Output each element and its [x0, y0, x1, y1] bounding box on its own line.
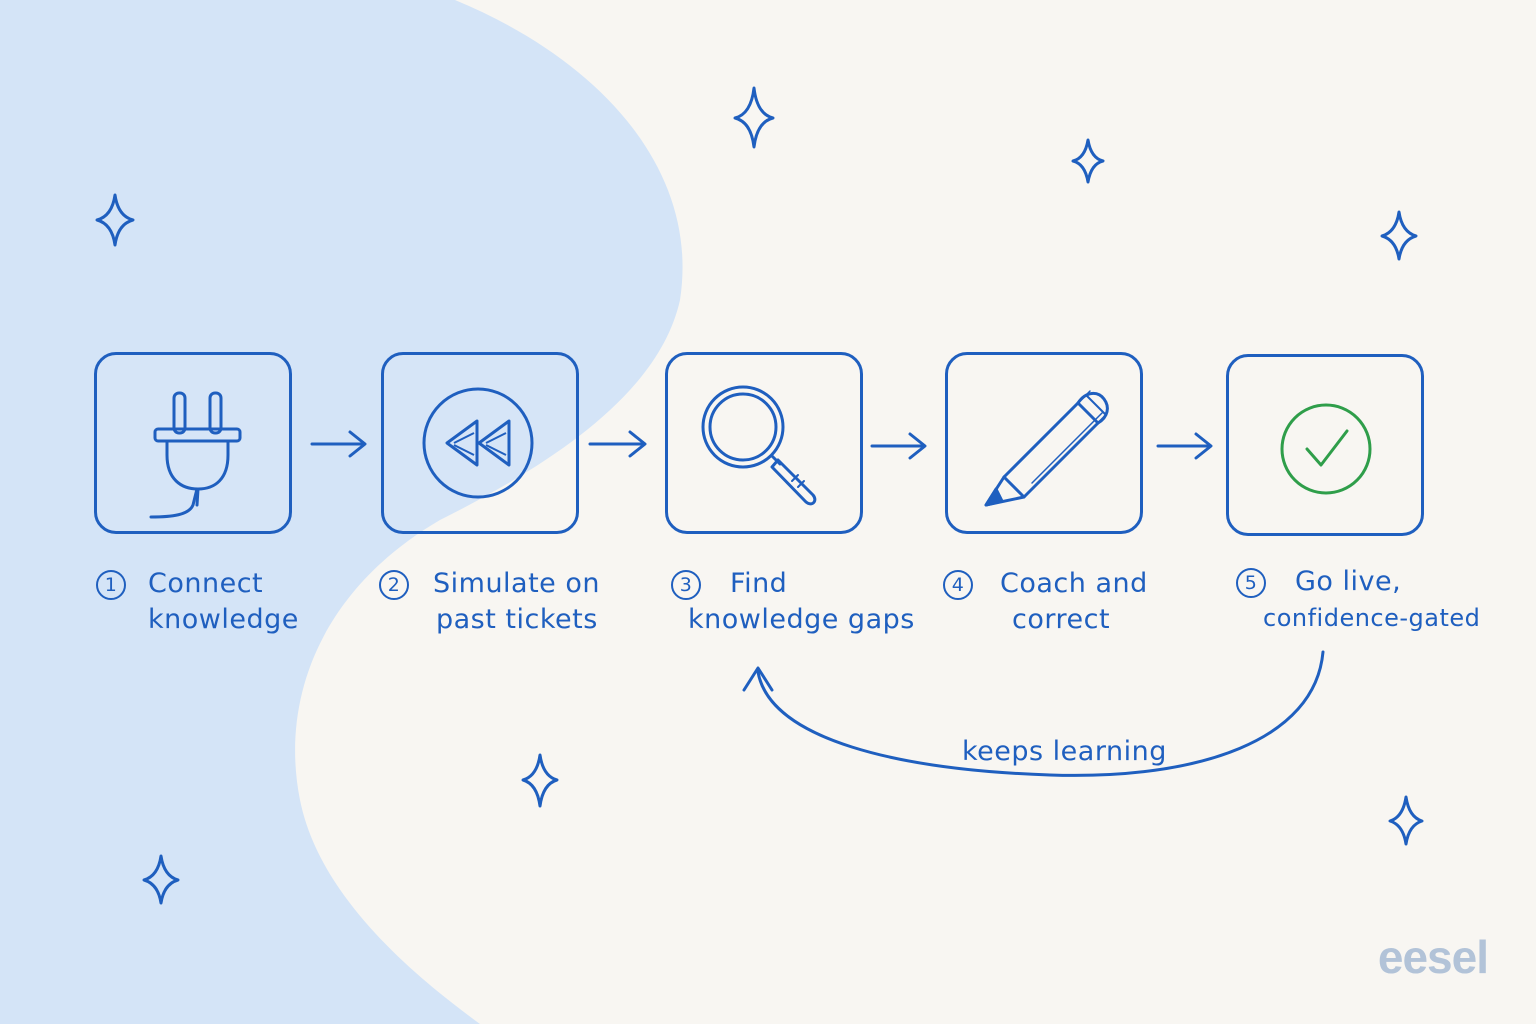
sparkle-icon	[142, 854, 180, 905]
step-title-line2: past tickets	[436, 604, 598, 635]
loop-arrow	[742, 650, 1325, 777]
step-number-badge: 5	[1236, 568, 1266, 598]
step-title-line1: Simulate on	[433, 568, 601, 599]
sparkle-icon	[1380, 210, 1418, 261]
sparkle-icon	[733, 86, 775, 149]
step-title-line1: Coach and	[1000, 568, 1148, 599]
brand-logo: eesel	[1377, 931, 1489, 983]
step-title-line1: Go live,	[1295, 566, 1402, 597]
sparkle-icon	[1071, 138, 1105, 184]
step-card-simulate	[381, 352, 579, 534]
step-card-find-gaps	[665, 352, 863, 534]
arrow-right-icon	[588, 430, 647, 458]
step-number-badge: 4	[943, 570, 973, 600]
step-number-badge: 1	[96, 570, 126, 600]
sparkle-icon	[521, 753, 559, 808]
step-title-line2: knowledge	[148, 604, 299, 635]
arrow-right-icon	[310, 430, 367, 458]
step-title-line2: correct	[1012, 604, 1111, 635]
sparkle-icon	[1388, 795, 1424, 846]
step-title-line1: Connect	[148, 568, 264, 599]
rewind-icon	[422, 387, 534, 499]
arrow-right-icon	[870, 432, 927, 460]
sparkle-icon	[95, 193, 135, 247]
step-card-coach	[945, 352, 1143, 534]
step-title-line1: Find	[730, 568, 788, 599]
step-title-line2: confidence-gated	[1263, 604, 1481, 632]
pencil-icon	[984, 390, 1109, 507]
background-blob	[0, 0, 683, 1024]
arrow-right-icon	[1156, 432, 1213, 460]
step-number-badge: 3	[671, 570, 701, 600]
loop-label: keeps learning	[962, 736, 1167, 767]
step-card-go-live	[1226, 354, 1424, 536]
plug-icon	[149, 391, 242, 519]
step-card-connect	[94, 352, 292, 534]
step-number-badge: 2	[379, 570, 409, 600]
step-title-line2: knowledge gaps	[688, 604, 915, 635]
magnifier-icon	[701, 385, 817, 506]
checkmark-icon	[1280, 403, 1372, 495]
